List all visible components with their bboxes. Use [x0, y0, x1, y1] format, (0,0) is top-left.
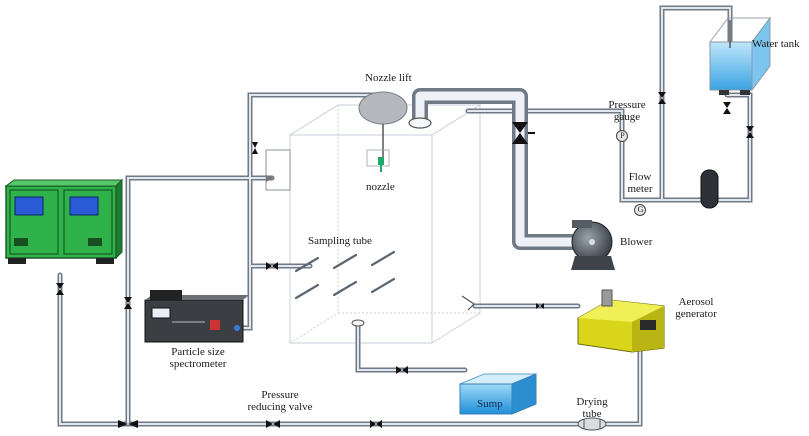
valve-icon [396, 366, 408, 374]
pressure-gauge [616, 130, 628, 142]
particle-size-spectrometer [144, 290, 249, 343]
pressure-gauge-label-line2: gauge [613, 111, 641, 123]
valve-icon [266, 420, 280, 428]
valve-icon [723, 102, 731, 114]
aerosol-generator-label-line2: generator [675, 308, 717, 320]
valve-icon [370, 420, 382, 428]
water-tank-label: Water tank [752, 38, 800, 50]
flow-meter-label-line1: Flow [628, 171, 652, 183]
chamber-drain [351, 319, 365, 327]
chamber-top-connector [265, 149, 291, 191]
sampling-tube-label: Sampling tube [308, 235, 372, 247]
blower [571, 220, 615, 270]
sump-label: Sump [477, 398, 503, 410]
pressure-gauge-label-line1: Pressure [608, 99, 646, 111]
nozzle-lift [358, 91, 408, 167]
valve-icon [252, 142, 258, 154]
valve-icon [118, 420, 138, 428]
particle-size-spectrometer-label-line1: Particle size [171, 346, 225, 358]
sampling-tubes [294, 250, 396, 300]
pressure-gauge-symbol: P [620, 131, 625, 140]
water-tank [709, 16, 771, 95]
flow-meter-label-line2: meter [627, 183, 653, 195]
flow-meter [634, 204, 646, 216]
nozzle [378, 157, 384, 172]
aerosol-inlet [461, 295, 475, 311]
valve-icon [56, 283, 64, 295]
valve-icon [266, 262, 278, 270]
water-pump [700, 169, 719, 209]
aerosol-generator-label-line1: Aerosol [678, 296, 714, 308]
valve-icon [124, 297, 132, 309]
valve-icon [658, 92, 666, 104]
valves [56, 92, 754, 428]
blower-label: Blower [620, 236, 653, 248]
drying-tube-label-line1: Drying [576, 396, 608, 408]
blower-duct [408, 88, 580, 250]
test-chamber [288, 104, 482, 344]
pressure-reducing-valve-label-line1: Pressure [261, 389, 299, 401]
particle-size-spectrometer-label-line2: spectrometer [169, 358, 227, 370]
blower-valve-icon [512, 122, 535, 144]
nozzle-lift-label: Nozzle lift [365, 72, 412, 84]
valve-icon [746, 126, 754, 138]
drying-tube-label-line2: tube [582, 408, 602, 420]
drying-tube [577, 417, 607, 431]
nozzle-label: nozzle [366, 181, 395, 193]
sump [459, 373, 537, 415]
aerosol-generator [577, 289, 665, 353]
valve-icon [536, 303, 544, 309]
pressure-reducing-valve-label-line2: reducing valve [247, 401, 313, 413]
control-cabinet [4, 178, 124, 264]
flow-meter-symbol: G [637, 205, 644, 214]
